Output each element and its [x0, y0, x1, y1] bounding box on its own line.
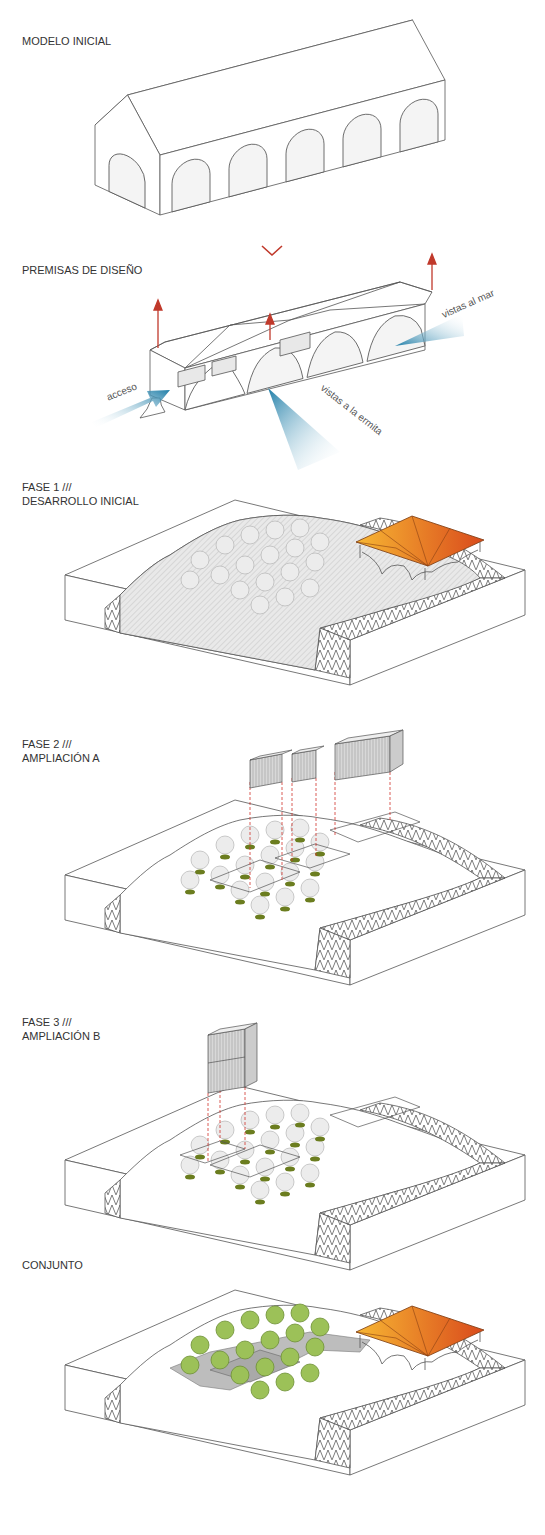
- drawing-line: [292, 778, 293, 862]
- drawing-use: [65, 500, 525, 685]
- drawing-line: [335, 772, 336, 836]
- drawing-path: [208, 1029, 245, 1093]
- phase-heading: FASE 3 /// AMPLIACIÓN B: [22, 1015, 122, 1043]
- drawing-use: [181, 519, 329, 614]
- drawing-g: [185, 306, 425, 410]
- drawing-path: [208, 1057, 245, 1063]
- drawing-line: [245, 1087, 246, 1149]
- drawing-g: [172, 95, 438, 212]
- drawing-path: [280, 332, 310, 356]
- drawing-path: [286, 125, 324, 182]
- drawing-use: [356, 1306, 484, 1370]
- drawing-path: [109, 147, 145, 208]
- drawing-path: [178, 356, 236, 387]
- drawing-g: [180, 1097, 420, 1177]
- view-label: vistas al mar: [440, 287, 496, 321]
- drawing-line: [157, 308, 158, 348]
- drawing-path: [395, 314, 464, 346]
- drawing-use: [65, 1085, 525, 1270]
- view-label: acceso: [105, 381, 139, 404]
- drawing-path: [160, 80, 445, 215]
- phase-heading: FASE 1 /// DESARROLLO INICIAL: [22, 480, 144, 508]
- site-block-ensemble: [65, 1290, 525, 1475]
- drawing-line: [208, 1093, 209, 1161]
- red-arrows: [154, 254, 436, 348]
- initial-barn: [95, 20, 445, 215]
- drawing-path: [330, 1097, 420, 1127]
- drawing-path: [210, 860, 300, 892]
- section-heading: CONJUNTO: [22, 1258, 83, 1272]
- drawing-line: [282, 782, 283, 880]
- drawing-path: [307, 324, 363, 377]
- drawing-line: [431, 262, 432, 290]
- drawing-path: [292, 750, 316, 782]
- drawing-g: [210, 812, 420, 892]
- drawing-path: [343, 110, 381, 167]
- drawing-path: [250, 750, 292, 760]
- drawing-path: [172, 155, 210, 212]
- drawing-path: [367, 308, 425, 361]
- drawing-line: [269, 322, 270, 340]
- drawing-path: [275, 844, 350, 868]
- drawing-path: [292, 746, 324, 754]
- drawing-path: [180, 1141, 245, 1163]
- section-heading: MODELO INICIAL: [22, 34, 111, 48]
- drawing-line: [390, 772, 391, 820]
- drawing-path: [245, 1023, 257, 1087]
- drawing-path: [330, 812, 420, 842]
- drawing-path: [95, 95, 160, 215]
- view-wedges: [92, 314, 464, 470]
- view-label: vistas a la ermita: [319, 382, 386, 438]
- drawing-g: [109, 147, 145, 208]
- site-block-phase-1: [65, 500, 525, 685]
- drawing-path: [229, 140, 267, 197]
- drawing-use: [356, 516, 484, 580]
- drawing-g: [250, 730, 403, 788]
- drawing-use: [65, 1290, 525, 1475]
- drawing-use: [185, 838, 325, 920]
- drawing-g: [250, 772, 390, 888]
- drawing-path: [400, 95, 438, 152]
- section-heading: PREMISAS DE DISEÑO: [22, 263, 142, 277]
- drawing-path: [185, 304, 425, 410]
- drawing-g: [208, 1023, 257, 1093]
- design-premises: [140, 282, 432, 418]
- drawing-use: [65, 800, 525, 985]
- phase-heading: FASE 2 /// AMPLIACIÓN A: [22, 737, 122, 765]
- site-block-phase-3: [65, 1023, 525, 1270]
- drawing-path: [428, 254, 436, 264]
- chevron: [262, 246, 282, 255]
- drawing-use: [181, 1304, 329, 1399]
- drawing-line: [316, 778, 317, 858]
- drawing-use: [185, 1123, 325, 1205]
- drawing-line: [250, 782, 251, 888]
- drawing-path: [390, 730, 403, 772]
- drawing-path: [266, 314, 274, 324]
- drawing-path: [92, 390, 170, 428]
- drawing-path: [210, 1145, 300, 1177]
- drawing-path: [154, 300, 162, 310]
- site-block-phase-2: [65, 730, 525, 985]
